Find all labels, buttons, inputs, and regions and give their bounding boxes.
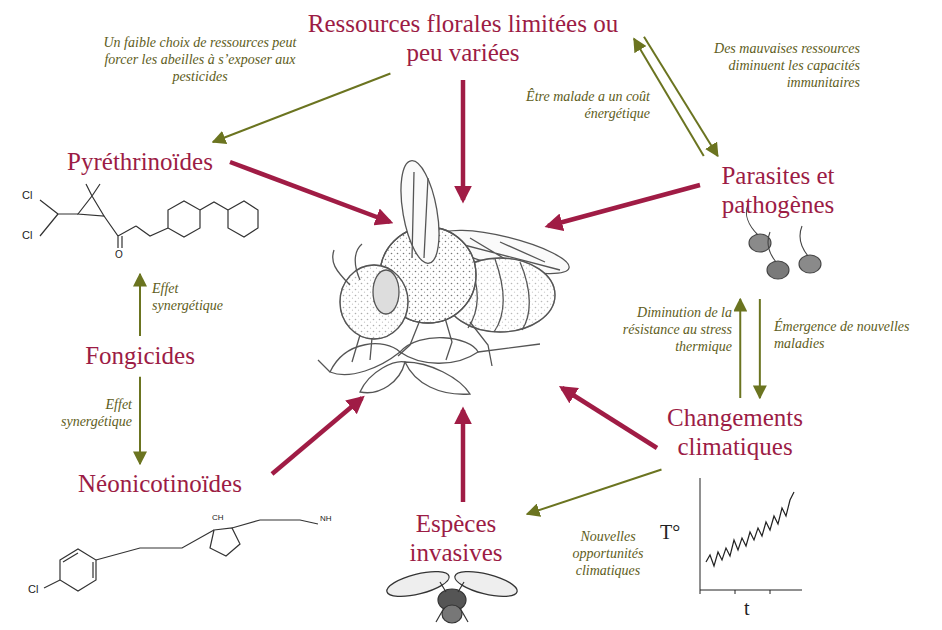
drawing-part bbox=[352, 335, 372, 362]
drawing-part bbox=[700, 478, 802, 590]
drawing-part bbox=[230, 162, 390, 222]
drawing-part bbox=[360, 362, 405, 393]
bee-drawing bbox=[318, 158, 573, 394]
drawing-part bbox=[461, 410, 466, 502]
influence-arrow bbox=[759, 299, 761, 398]
drawing-part bbox=[96, 530, 214, 560]
drawing-part bbox=[412, 172, 428, 258]
edge-label: Un faible choix de ressources peut force… bbox=[100, 34, 300, 86]
drawing-part bbox=[398, 318, 492, 366]
edge-label: Des mauvaises ressources diminuent les c… bbox=[688, 40, 862, 92]
node-title: Néonicotinoïdes bbox=[78, 470, 242, 499]
node-title: Parasites et pathogènes bbox=[700, 162, 857, 220]
stressor-node: Néonicotinoïdes bbox=[74, 468, 246, 501]
drawing-part bbox=[394, 158, 446, 266]
drawing-part bbox=[548, 185, 700, 226]
drawing-part bbox=[200, 202, 228, 210]
axis-label: T° bbox=[660, 522, 680, 542]
drawing-part bbox=[40, 200, 78, 236]
drawing-part bbox=[700, 590, 770, 594]
drawing-part bbox=[44, 580, 60, 588]
drawing-part bbox=[706, 492, 794, 566]
drawing-part bbox=[373, 270, 399, 314]
atom-label: Cl bbox=[28, 584, 38, 595]
axis-label: t bbox=[744, 598, 750, 618]
drawing-part bbox=[767, 261, 789, 279]
atom-label: CH bbox=[212, 514, 224, 522]
drawing-part bbox=[210, 528, 240, 556]
drawing-part bbox=[799, 255, 821, 273]
stress-arrows bbox=[230, 80, 700, 502]
node-title: Pyréthrinoïdes bbox=[67, 148, 213, 177]
stressor-node: Espèces invasives bbox=[391, 508, 521, 570]
node-title: Ressources florales limitées ou peu vari… bbox=[302, 10, 624, 68]
influence-arrow bbox=[139, 274, 141, 336]
influence-arrow bbox=[139, 377, 141, 464]
edge-label: Effet synergétique bbox=[150, 280, 240, 316]
atom-label: Cl bbox=[22, 230, 32, 241]
node-title: Fongicides bbox=[85, 342, 195, 371]
drawing-part bbox=[228, 201, 258, 237]
influence-arrow bbox=[739, 299, 741, 398]
drawing-part bbox=[333, 244, 362, 285]
stressor-node: Pyréthrinoïdes bbox=[63, 146, 217, 270]
drawing-part bbox=[104, 216, 136, 248]
node-title: Changements climatiques bbox=[652, 404, 819, 462]
hornet-drawing bbox=[385, 567, 520, 623]
drawing-part bbox=[800, 226, 808, 256]
edge-label: Diminution de la résistance au stress th… bbox=[600, 304, 734, 356]
atom-label: NH bbox=[320, 515, 332, 523]
temperature-chart bbox=[700, 478, 802, 594]
edge-label: Nouvelles opportunités climatiques bbox=[556, 528, 660, 580]
stressor-node: Parasites et pathogènes bbox=[696, 160, 861, 295]
drawing-part bbox=[405, 362, 470, 394]
drawing-part bbox=[60, 549, 96, 591]
edge-label: Effet synergétique bbox=[46, 396, 134, 432]
drawing-part bbox=[232, 520, 318, 528]
pyrethroid-structure bbox=[40, 184, 258, 248]
stressor-node: Ressources florales limitées ou peu vari… bbox=[298, 8, 628, 70]
atom-label: O bbox=[115, 250, 123, 260]
drawing-part bbox=[340, 265, 408, 339]
node-title: Espèces invasives bbox=[395, 510, 517, 568]
stressor-node: Changements climatiques bbox=[648, 402, 823, 464]
edge-label: Émergence de nouvelles maladies bbox=[772, 318, 912, 354]
drawing-part bbox=[340, 265, 408, 339]
drawing-part bbox=[442, 605, 462, 623]
edge-label: Être malade a un coût énergétique bbox=[500, 88, 652, 124]
drawing-part bbox=[272, 398, 362, 474]
drawing-part bbox=[768, 232, 776, 262]
influence-arrow bbox=[527, 470, 662, 515]
neonicotinoid-structure bbox=[44, 520, 318, 591]
drawing-part bbox=[136, 226, 168, 236]
drawing-part bbox=[318, 344, 540, 372]
drawing-part bbox=[78, 184, 104, 216]
drawing-part bbox=[436, 582, 468, 622]
atom-label: Cl bbox=[22, 190, 32, 201]
drawing-part bbox=[168, 201, 200, 237]
drawing-part bbox=[461, 80, 466, 200]
drawing-part bbox=[562, 388, 657, 448]
stressor-node: Fongicides bbox=[81, 340, 199, 373]
